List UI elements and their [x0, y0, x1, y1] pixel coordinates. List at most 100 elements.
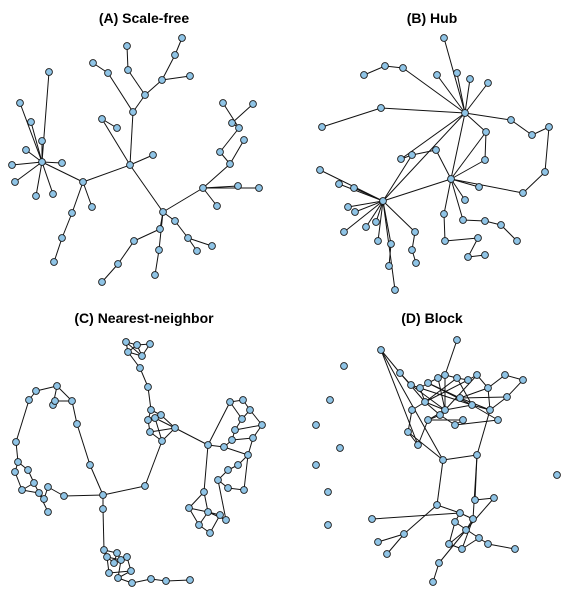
block-node [473, 451, 481, 459]
nearest-neighbor-node [122, 338, 130, 346]
hub-edge [450, 131, 487, 180]
nearest-neighbor-node [240, 486, 248, 494]
hub-node [466, 75, 474, 83]
hub-node [497, 221, 505, 229]
scale-free-node [234, 182, 242, 190]
block-node [511, 545, 519, 553]
nearest-neighbor-node [144, 416, 152, 424]
nearest-neighbor-node [231, 426, 239, 434]
hub-edge [382, 154, 413, 202]
block-node [377, 346, 385, 354]
scale-free-edge [41, 71, 50, 163]
nearest-neighbor-edge [15, 399, 30, 443]
hub-edge [377, 200, 384, 242]
block-node [408, 406, 416, 414]
nearest-neighbor-node [222, 516, 230, 524]
hub-node [391, 286, 399, 294]
scale-free-node [8, 161, 16, 169]
hub-node [362, 223, 370, 231]
panel-hub: (B) Hub [288, 0, 576, 300]
block-edge [442, 454, 478, 461]
nearest-neighbor-node [32, 387, 40, 395]
block-node [553, 471, 561, 479]
hub-node [433, 71, 441, 79]
nearest-neighbor-node [200, 488, 208, 496]
nearest-neighbor-edge [174, 427, 209, 446]
scale-free-node [130, 237, 138, 245]
nearest-neighbor-node [113, 549, 121, 557]
panel-title-hub: (B) Hub [406, 10, 458, 26]
hub-node [385, 262, 393, 270]
nearest-neighbor-node [238, 415, 246, 423]
block-node [400, 530, 408, 538]
hub-edge [402, 67, 466, 114]
hub-node [379, 197, 387, 205]
nearest-neighbor-node [44, 483, 52, 491]
scale-free-node [11, 178, 19, 186]
nearest-neighbor-node [25, 396, 33, 404]
scale-free-edge [219, 127, 240, 153]
nearest-neighbor-node [100, 546, 108, 554]
block-edge [377, 533, 405, 543]
block-edge [386, 533, 405, 555]
nearest-neighbor-node [86, 461, 94, 469]
nearest-neighbor-edge [165, 579, 191, 582]
scale-free-node [45, 68, 53, 76]
scale-free-node [156, 225, 164, 233]
scale-free-edge [71, 181, 84, 214]
block-node [429, 578, 437, 586]
block-node [404, 428, 412, 436]
scale-free-node [226, 160, 234, 168]
hub-node [541, 168, 549, 176]
nearest-neighbor-edge [63, 494, 104, 497]
hub-node [440, 210, 448, 218]
block-node [424, 416, 432, 424]
block-node [421, 398, 429, 406]
hub-node [387, 240, 395, 248]
hub-edge [382, 112, 466, 202]
hub-node [481, 156, 489, 164]
scale-free-node [155, 246, 163, 254]
block-node [503, 393, 511, 401]
block-edge [380, 349, 419, 446]
scale-free-node [171, 217, 179, 225]
scale-free-node [235, 124, 243, 132]
nearest-neighbor-edge [154, 417, 163, 442]
scale-free-node [240, 136, 248, 144]
hub-edge [435, 149, 452, 180]
hub-node [482, 128, 490, 136]
hub-node [447, 175, 455, 183]
block-node [486, 406, 494, 414]
block-node [473, 371, 481, 379]
nearest-neighbor-node [60, 492, 68, 500]
block-node [441, 371, 449, 379]
scale-free-edge [129, 111, 134, 166]
scale-free-node [216, 148, 224, 156]
block-node [451, 421, 459, 429]
scale-free-node [126, 161, 134, 169]
block-node [471, 496, 479, 504]
hub-edge [464, 82, 489, 114]
nearest-neighbor-node [105, 569, 113, 577]
hub-node [344, 203, 352, 211]
hub-edge [450, 178, 466, 201]
block-node [459, 416, 467, 424]
block-edge [476, 409, 491, 456]
scale-free-edge [35, 161, 43, 197]
hub-edge [353, 187, 384, 202]
hub-edge [444, 237, 479, 242]
block-node [441, 406, 449, 414]
nearest-neighbor-node [99, 491, 107, 499]
hub-edge [450, 159, 486, 180]
scale-free-node [16, 99, 24, 107]
hub-edge [382, 178, 452, 202]
nearest-neighbor-node [35, 489, 43, 497]
scale-free-node [88, 203, 96, 211]
hub-edge [464, 112, 512, 121]
hub-node [316, 166, 324, 174]
hub-edge [544, 126, 550, 173]
block-node [453, 336, 461, 344]
block-edge [424, 379, 469, 403]
nearest-neighbor-node [123, 553, 131, 561]
nearest-neighbor-node [228, 436, 236, 444]
